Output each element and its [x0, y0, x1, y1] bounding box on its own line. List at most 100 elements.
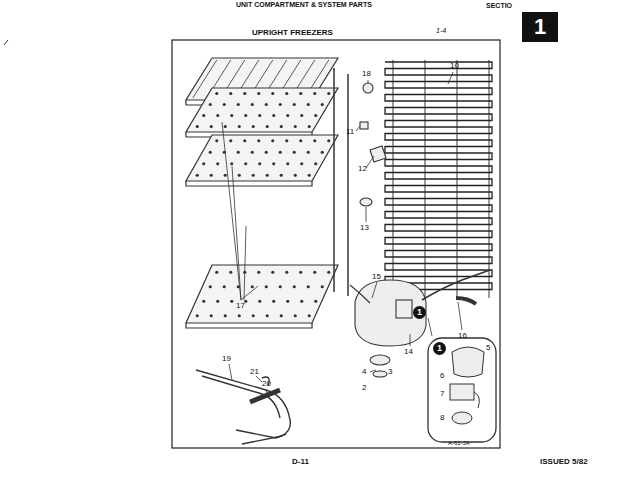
callout-number: 16 — [458, 332, 467, 340]
shelf-hole — [327, 92, 330, 95]
page-footer: ISSUED 5/82 — [540, 458, 588, 466]
shelf-hole — [210, 174, 213, 177]
shelf-hole — [257, 271, 260, 274]
shelf-hole — [209, 103, 212, 106]
shelf-hole — [300, 300, 303, 303]
callout-number: 15 — [372, 273, 381, 281]
shelf-hole — [285, 271, 288, 274]
shelf-hole — [243, 92, 246, 95]
shelf-hole — [271, 271, 274, 274]
shelf-hole — [251, 103, 254, 106]
shelf-hole — [314, 162, 317, 165]
page-footer: D-11 — [292, 458, 309, 466]
shelf-hole — [299, 92, 302, 95]
shelf-hole — [265, 285, 268, 288]
shelf-hole — [266, 314, 269, 317]
freezer-shelf — [186, 88, 338, 132]
callout-number: 2 — [362, 384, 366, 392]
page-header: SECTIO — [486, 2, 512, 9]
coil-wire — [457, 60, 458, 298]
shelf-hole — [243, 139, 246, 142]
callout-number: 21 — [250, 368, 259, 376]
shelf-hole — [238, 125, 241, 128]
shelf-hole — [299, 271, 302, 274]
callout-number: 19 — [222, 355, 231, 363]
shelf-hole — [230, 162, 233, 165]
shelf-hole — [238, 314, 241, 317]
shelf-hole — [210, 125, 213, 128]
freezer-shelf — [186, 135, 338, 181]
shelf-edge — [186, 181, 312, 186]
shelf-hole — [271, 92, 274, 95]
shelf-hole — [299, 139, 302, 142]
shelf-hole — [196, 125, 199, 128]
shelf-hole — [251, 151, 254, 154]
shelf-hole — [313, 271, 316, 274]
shelf-hole — [286, 162, 289, 165]
shelf-hole — [196, 174, 199, 177]
shelf-hole — [294, 174, 297, 177]
shelf-hole — [238, 174, 241, 177]
shelf-hole — [252, 174, 255, 177]
callout-number: 13 — [360, 224, 369, 232]
shelf-hole — [210, 314, 213, 317]
shelf-hole — [314, 300, 317, 303]
shelf-hole — [265, 103, 268, 106]
shelf-hole — [244, 162, 247, 165]
shelf-hole — [258, 114, 261, 117]
shelf-hole — [307, 151, 310, 154]
shelf-hole — [280, 174, 283, 177]
shelf-hole — [252, 125, 255, 128]
shelf-hole — [294, 314, 297, 317]
shelf-hole — [280, 314, 283, 317]
section-number: 1 — [534, 14, 546, 40]
coil-wire — [393, 60, 394, 298]
shelf-hole — [266, 125, 269, 128]
shelf-hole — [321, 103, 324, 106]
shelf-hole — [272, 162, 275, 165]
shelf-hole — [293, 285, 296, 288]
shelf-hole — [230, 300, 233, 303]
shelf-hole — [230, 114, 233, 117]
shelf-hole — [244, 114, 247, 117]
shelf-hole — [307, 285, 310, 288]
shelf-hole — [196, 314, 199, 317]
shelf-hole — [308, 125, 311, 128]
shelf-hole — [215, 92, 218, 95]
shelf-hole — [224, 125, 227, 128]
shelf-hole — [279, 285, 282, 288]
shelf-hole — [252, 314, 255, 317]
shelf-hole — [313, 92, 316, 95]
section-tab: 1 — [522, 12, 558, 42]
shelf-hole — [216, 300, 219, 303]
shelf-hole — [258, 300, 261, 303]
callout-number: 3 — [388, 368, 392, 376]
callout-number: 20 — [262, 380, 271, 388]
shelf-edge — [186, 323, 312, 328]
callout-number: 1 — [413, 306, 426, 319]
coil-wire — [425, 60, 426, 298]
shelf-hole — [313, 139, 316, 142]
callout-number: 18 — [362, 70, 371, 78]
callout-number: 12 — [358, 165, 367, 173]
shelf-hole — [327, 139, 330, 142]
shelf-hole — [285, 92, 288, 95]
shelf-hole — [202, 114, 205, 117]
shelf-hole — [272, 300, 275, 303]
shelf-hole — [286, 114, 289, 117]
shelf-hole — [314, 114, 317, 117]
shelf-hole — [223, 103, 226, 106]
shelf-hole — [272, 114, 275, 117]
shelf-hole — [321, 151, 324, 154]
callout-number: 6 — [440, 372, 444, 380]
shelf-hole — [271, 139, 274, 142]
shelf-hole — [257, 139, 260, 142]
shelf-hole — [279, 103, 282, 106]
shelf-hole — [224, 314, 227, 317]
shelf-hole — [202, 300, 205, 303]
shelf-hole — [229, 139, 232, 142]
shelf-hole — [216, 162, 219, 165]
callout-number: 4 — [362, 368, 366, 376]
callout-number: 11 — [346, 128, 354, 136]
